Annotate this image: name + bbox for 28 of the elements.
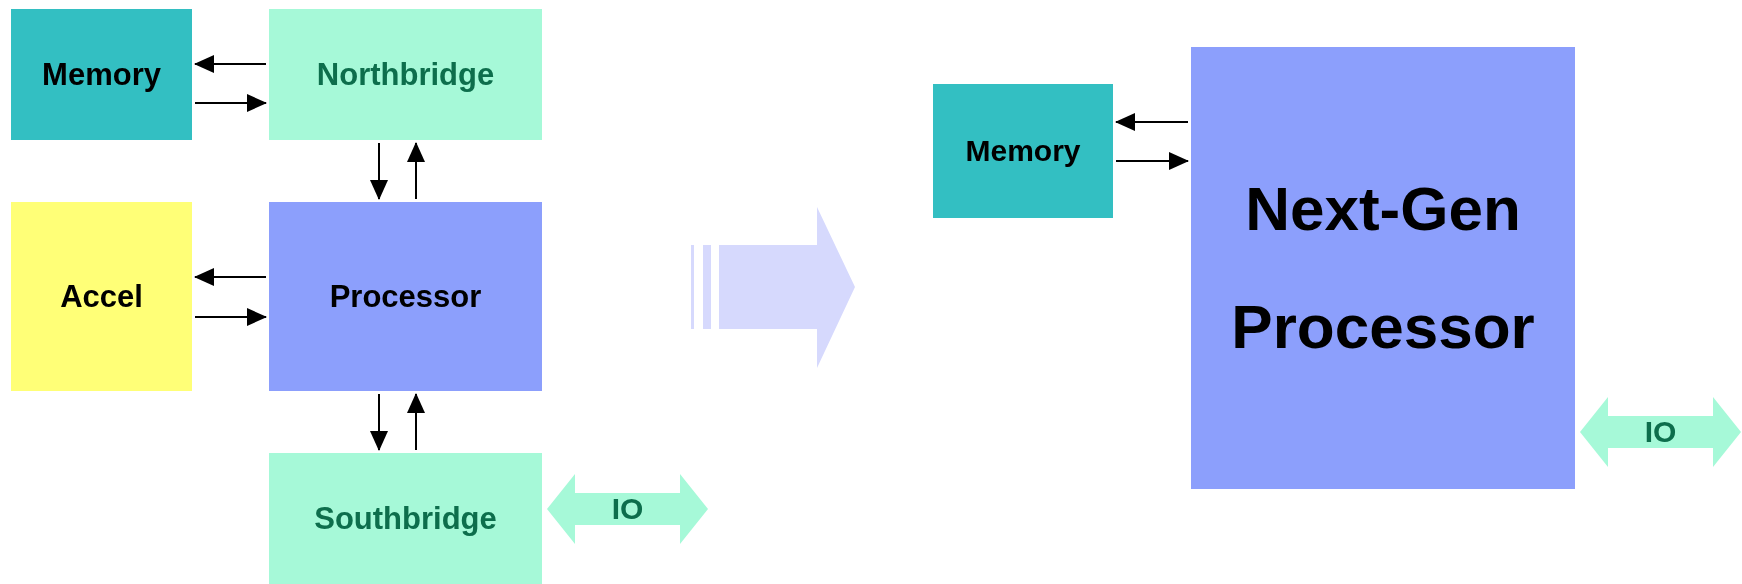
process-box (11, 202, 192, 391)
node-label: Southbridge (314, 499, 497, 538)
node-label: Processor (329, 277, 482, 316)
process-box (269, 202, 542, 391)
process-box (269, 9, 542, 140)
node-label: Memory (42, 55, 161, 94)
process-box (269, 453, 542, 584)
arrow (407, 393, 425, 451)
node-label: Accel (60, 277, 143, 316)
double-arrow (1580, 397, 1741, 467)
double-arrow (547, 474, 708, 544)
node-label: Northbridge (316, 55, 495, 94)
edge-label: IO (611, 494, 644, 524)
arrow (1115, 113, 1189, 131)
process-box (1191, 47, 1575, 489)
arrow (370, 142, 388, 200)
arrow (1115, 152, 1189, 170)
arrow (194, 55, 267, 73)
arrow (194, 308, 267, 326)
arrow (370, 393, 388, 451)
memory-box (11, 9, 192, 140)
node-label: Memory (965, 133, 1081, 169)
arrow (194, 94, 267, 112)
arrow (194, 268, 267, 286)
arrow (407, 142, 425, 200)
node-label: Next-Gen Processor (1230, 173, 1536, 363)
edge-label: IO (1644, 417, 1677, 447)
memory-box (933, 84, 1113, 218)
